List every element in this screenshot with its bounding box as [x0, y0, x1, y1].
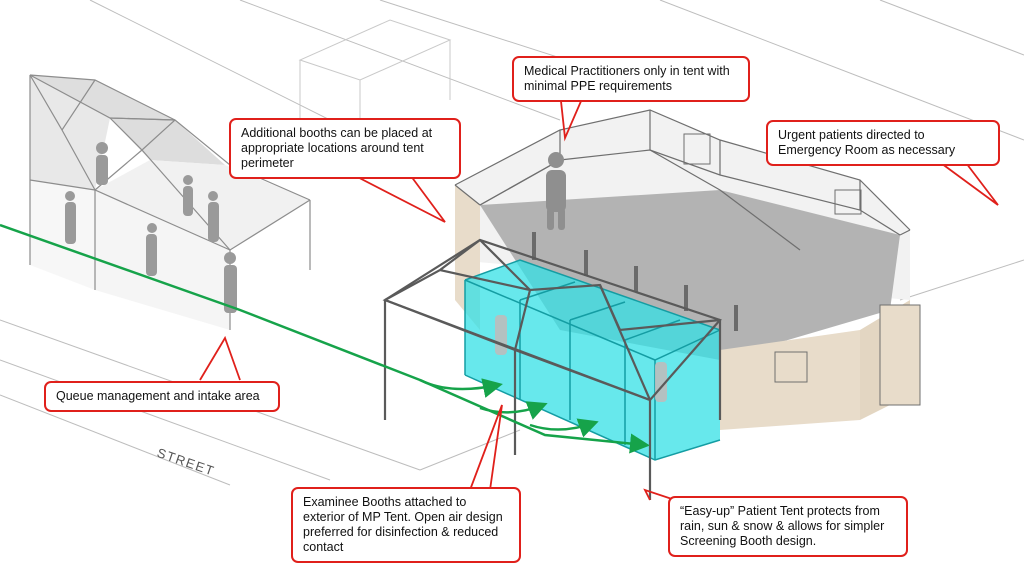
callout-queue-management: Queue management and intake area	[44, 381, 280, 412]
callout-additional-booths: Additional booths can be placed at appro…	[229, 118, 461, 179]
ground-lines	[0, 0, 1024, 486]
callout-urgent-patients: Urgent patients directed to Emergency Ro…	[766, 120, 1000, 166]
mp-tent	[454, 109, 921, 430]
practitioner-figure	[546, 152, 566, 230]
patient-flow-arrows	[0, 223, 650, 454]
easy-up-tent-frame	[382, 238, 722, 500]
callout-medical-practitioners: Medical Practitioners only in tent with …	[512, 56, 750, 102]
callout-leaders	[199, 91, 999, 501]
queue-canopy	[29, 74, 311, 330]
callout-examinee-booths: Examinee Booths attached to exterior of …	[291, 487, 521, 563]
queue-figures	[65, 142, 237, 313]
callout-easy-up-tent: “Easy-up” Patient Tent protects from rai…	[668, 496, 908, 557]
